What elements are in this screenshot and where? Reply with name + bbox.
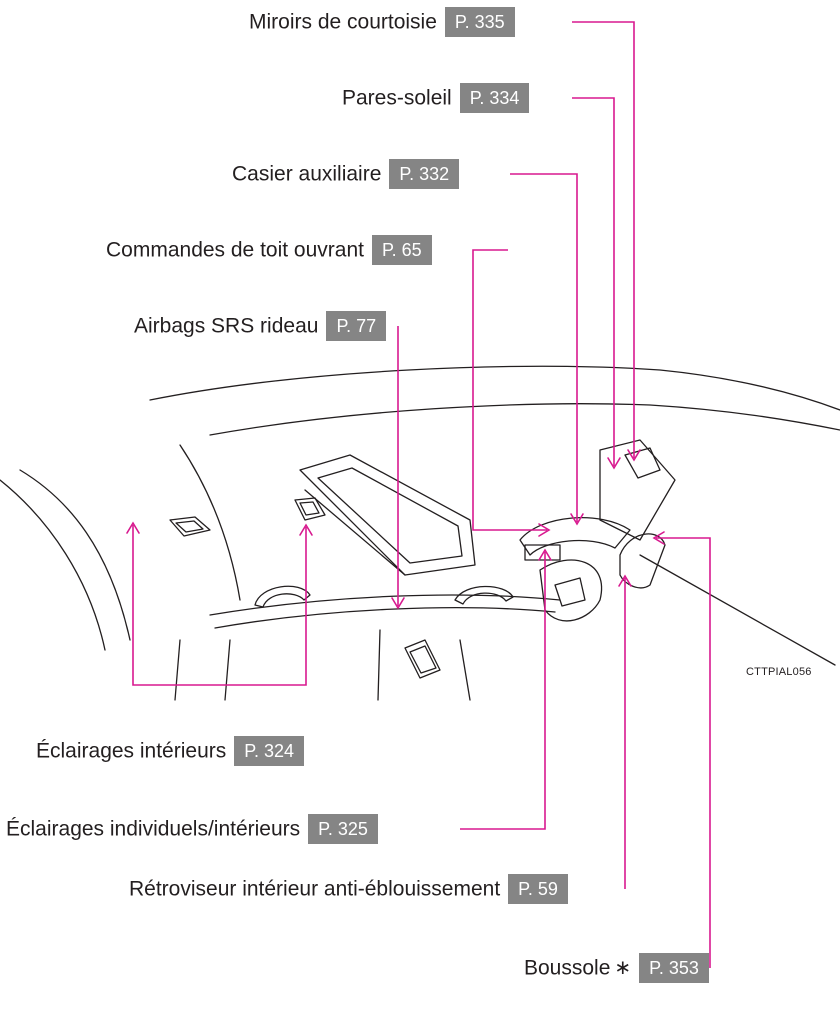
leader-commandes: [472, 249, 547, 531]
leader-eclairages-individuels: [460, 552, 546, 830]
leader-miroirs: [572, 21, 635, 458]
page-ref-badge[interactable]: P. 353: [639, 953, 709, 984]
rear-view-mirror: [539, 559, 603, 622]
headliner-left-curve-2: [0, 479, 106, 651]
page-ref-badge[interactable]: P. 324: [234, 736, 304, 767]
callout-miroirs-de-courtoisie: Miroirs de courtoisie P. 335: [249, 7, 515, 38]
callout-airbags-srs-rideau: Airbags SRS rideau P. 77: [134, 311, 387, 342]
image-code: CTTPIAL056: [746, 666, 812, 678]
callout-pares-soleil: Pares-soleil P. 334: [342, 83, 530, 114]
overhead-console: [519, 517, 631, 556]
callout-casier-auxiliaire: Casier auxiliaire P. 332: [232, 159, 460, 190]
callout-label: Boussole: [524, 956, 611, 980]
page-ref-badge[interactable]: P. 332: [389, 159, 460, 190]
callout-label: Rétroviseur intérieur anti-éblouissement: [129, 877, 501, 901]
page-ref-badge[interactable]: P. 77: [326, 311, 387, 342]
callout-label: Pares-soleil: [342, 86, 452, 110]
callout-commandes-de-toit-ouvrant: Commandes de toit ouvrant P. 65: [106, 235, 432, 266]
dome-lamp-left: [169, 516, 211, 537]
grab-handle-left: [254, 585, 311, 608]
callout-label: Commandes de toit ouvrant: [106, 238, 364, 262]
grab-handle-right: [454, 585, 514, 605]
roof-edge-line-inner: [209, 403, 840, 436]
callout-label: Éclairages intérieurs: [36, 739, 227, 763]
roof-edge-line: [149, 365, 840, 411]
callout-eclairages-interieurs: Éclairages intérieurs P. 324: [36, 736, 304, 767]
page-ref-badge[interactable]: P. 325: [308, 814, 378, 845]
callout-label: Casier auxiliaire: [232, 162, 382, 186]
page-ref-badge[interactable]: P. 335: [444, 7, 515, 38]
leader-eclairages-interieurs: [132, 525, 307, 686]
callout-label: Éclairages individuels/intérieurs: [6, 817, 301, 841]
page-ref-badge[interactable]: P. 59: [508, 874, 568, 905]
pillar-curve: [179, 444, 241, 601]
vanity-mirror: [624, 447, 661, 479]
leader-casier: [510, 173, 578, 522]
sunroof-glass: [317, 467, 463, 564]
headliner-left-curve: [19, 469, 131, 641]
optional-equipment-marker: ∗: [614, 957, 632, 980]
sunroof-frame: [299, 454, 476, 576]
callout-label: Airbags SRS rideau: [134, 314, 319, 338]
leader-boussole: [656, 537, 711, 968]
console-vent: [404, 639, 441, 679]
callout-boussole: Boussole∗ P. 353: [524, 953, 709, 984]
page-ref-badge[interactable]: P. 334: [459, 83, 530, 114]
dome-lamp-center: [294, 497, 326, 521]
callout-eclairages-individuels-interieurs: Éclairages individuels/intérieurs P. 325: [6, 814, 378, 845]
callout-label: Miroirs de courtoisie: [249, 10, 437, 34]
page-ref-badge[interactable]: P. 65: [371, 235, 432, 266]
leader-pares-soleil: [572, 97, 615, 466]
callout-retroviseur-interieur: Rétroviseur intérieur anti-éblouissement…: [129, 874, 568, 905]
